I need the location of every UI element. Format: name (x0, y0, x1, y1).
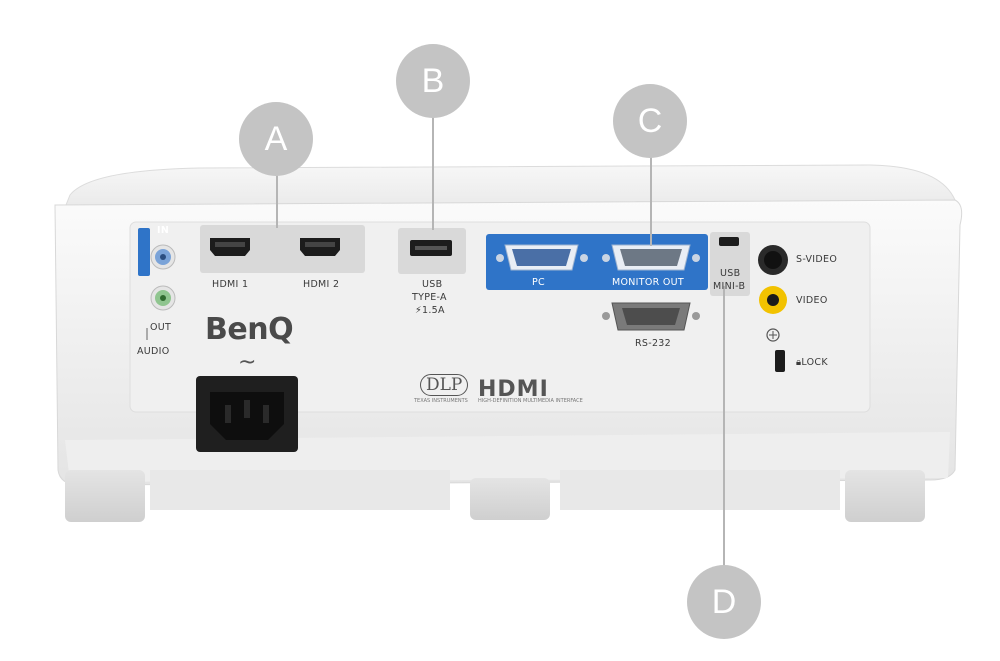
callout-d-line (723, 286, 725, 570)
audio-out-label: OUT (150, 322, 172, 333)
monitor-out-label: MONITOR OUT (612, 277, 685, 288)
hdmi2-label: HDMI 2 (303, 279, 340, 290)
callout-b-line (432, 112, 434, 230)
foot-center (470, 478, 550, 520)
dlp-logo: DLP (420, 374, 469, 396)
lock-label: 🔒︎LOCK (796, 357, 828, 368)
power-symbol: ~ (238, 350, 257, 375)
hdmi-group (200, 225, 365, 273)
benq-logo: BenQ (205, 312, 294, 347)
callout-a-line (276, 170, 278, 228)
lock-icon: 🔒︎ (796, 357, 802, 368)
usb-mini-label-1: USB (720, 268, 741, 279)
pc-label: PC (532, 277, 545, 288)
hdmi1-label: HDMI 1 (212, 279, 249, 290)
usb-a-label-3: ⚡1.5A (415, 305, 445, 316)
callout-a: A (239, 102, 313, 176)
usb-a-label-1: USB (422, 279, 443, 290)
ground-icon (766, 328, 780, 342)
rs232-label: RS-232 (635, 338, 671, 349)
callout-b: B (396, 44, 470, 118)
audio-label: AUDIO (137, 346, 170, 357)
kensington-slot (775, 350, 785, 372)
usb-a-label-2: TYPE-A (412, 292, 447, 303)
svideo-label: S-VIDEO (796, 254, 838, 265)
callout-c-line (650, 152, 652, 246)
usb-mini-group (710, 232, 750, 296)
dlp-subtext: TEXAS INSTRUMENTS (414, 398, 468, 404)
foot-right (845, 470, 925, 522)
callout-d: D (687, 565, 761, 639)
audio-in-bar (138, 228, 150, 276)
video-label: VIDEO (796, 295, 828, 306)
usb-mini-label-2: MINI-B (713, 281, 746, 292)
foot-left (65, 470, 145, 522)
hdmi-subtext: HIGH-DEFINITION MULTIMEDIA INTERFACE (478, 398, 583, 404)
usb-mini-port (719, 237, 739, 246)
callout-c: C (613, 84, 687, 158)
hdmi-logo: HDMI (478, 377, 549, 402)
audio-in-label: IN (157, 225, 170, 236)
